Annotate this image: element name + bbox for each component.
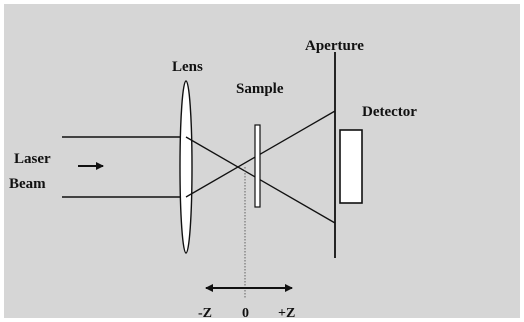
lens-label: Lens (172, 59, 203, 75)
minus-z-label: -Z (198, 306, 212, 321)
sample-label: Sample (236, 81, 284, 97)
detector (339, 129, 363, 204)
zero-label: 0 (242, 306, 249, 321)
diagram-background (4, 4, 520, 318)
aperture-label: Aperture (305, 38, 364, 54)
detector-label: Detector (362, 104, 417, 120)
laser-label-line1: Laser (14, 151, 51, 167)
laser-label-line2: Beam (9, 176, 46, 192)
sample (254, 124, 261, 208)
lens (179, 80, 193, 254)
plus-z-label: +Z (278, 306, 295, 321)
